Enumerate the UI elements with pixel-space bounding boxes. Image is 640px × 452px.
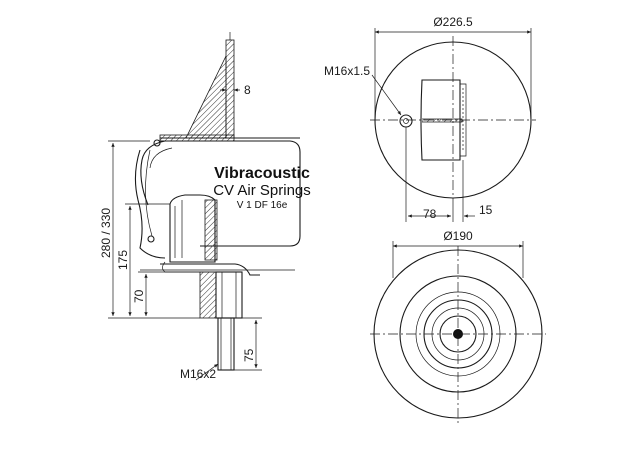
dim-label-78: 78	[423, 207, 437, 221]
dim-label-75: 75	[242, 348, 256, 362]
brand-label: Vibracoustic CV Air Springs V 1 DF 16e	[213, 165, 311, 211]
dim-plate-thickness: 8	[220, 83, 251, 97]
bottom-stud	[217, 317, 235, 371]
bottom-stud-hole	[453, 329, 463, 339]
dim-label-m16x2: M16x2	[180, 367, 216, 381]
brand-model: V 1 DF 16e	[237, 200, 288, 211]
dim-m16x2: M16x2	[180, 363, 219, 381]
dim-70: 70	[132, 271, 200, 316]
dim-label-15: 15	[479, 203, 493, 217]
brand-product-line: CV Air Springs	[213, 182, 311, 199]
base-block	[199, 271, 243, 319]
mounting-bracket	[185, 32, 235, 139]
dim-top-diameter: Ø226.5	[374, 15, 532, 118]
dim-offsets: 78 15	[405, 127, 493, 222]
bottom-view: Ø190	[370, 229, 546, 424]
dim-175: 175	[116, 203, 170, 316]
top-view: M16x1.5 Ø226.5 78 15	[324, 15, 536, 222]
brand-name: Vibracoustic	[214, 165, 310, 182]
dim-label-d190: Ø190	[443, 229, 473, 243]
top-plate	[159, 134, 300, 142]
dim-label-280-330: 280 / 330	[99, 208, 113, 258]
dim-label-175: 175	[116, 250, 130, 270]
dim-total-height: 280 / 330	[99, 140, 200, 319]
spring-body	[134, 139, 301, 259]
dim-label-70: 70	[132, 289, 146, 303]
top-bracket	[420, 79, 467, 161]
top-port: M16x1.5	[324, 64, 413, 128]
dim-label-d226-5: Ø226.5	[433, 15, 473, 29]
dim-75: 75	[234, 317, 262, 371]
dim-label-8: 8	[244, 83, 251, 97]
side-section-view: 8 280 / 330 175 70 75	[99, 32, 311, 381]
dim-bottom-diameter: Ø190	[392, 229, 524, 278]
dim-label-m16x1-5: M16x1.5	[324, 64, 370, 78]
